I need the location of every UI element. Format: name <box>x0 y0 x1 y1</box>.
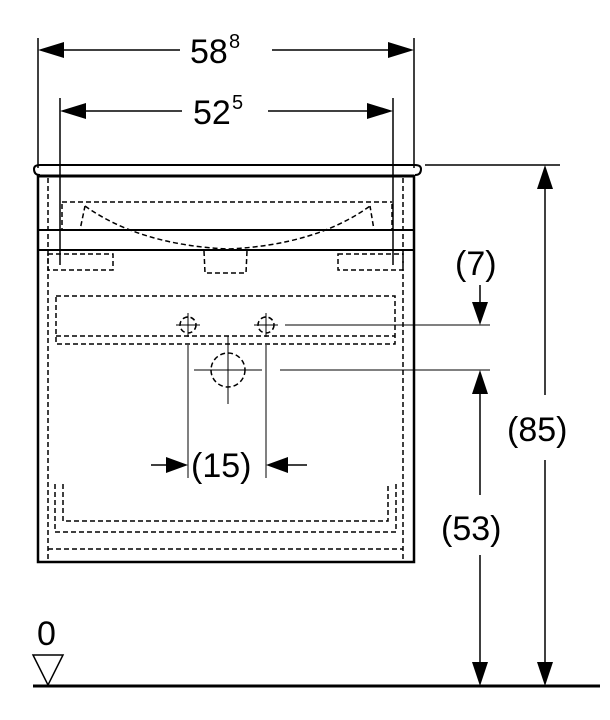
overall-width-dimension: 58 8 <box>37 31 415 168</box>
total-height-label: (85) <box>507 411 567 449</box>
vanity-unit <box>32 164 423 564</box>
inner-width-sup: 5 <box>232 92 243 114</box>
floor-reference: 0 <box>31 615 600 688</box>
total-height-dimension: (85) <box>425 164 567 686</box>
overall-width-sup: 8 <box>229 31 240 53</box>
overall-width-label: 58 <box>190 33 228 71</box>
hole-spacing-dimension: (15) <box>151 447 307 485</box>
water-connections <box>176 313 490 478</box>
top-offset-label: (7) <box>455 245 497 283</box>
floor-level-label: 0 <box>37 615 56 653</box>
connection-height-dimension: (53) <box>441 370 501 686</box>
connection-height-label: (53) <box>441 510 501 548</box>
inner-width-dimension: 52 5 <box>59 92 394 265</box>
hole-spacing-label: (15) <box>191 447 251 485</box>
top-offset-dimension: (7) <box>455 245 497 325</box>
level-marker-icon <box>31 654 65 687</box>
inner-width-label: 52 <box>193 94 231 132</box>
